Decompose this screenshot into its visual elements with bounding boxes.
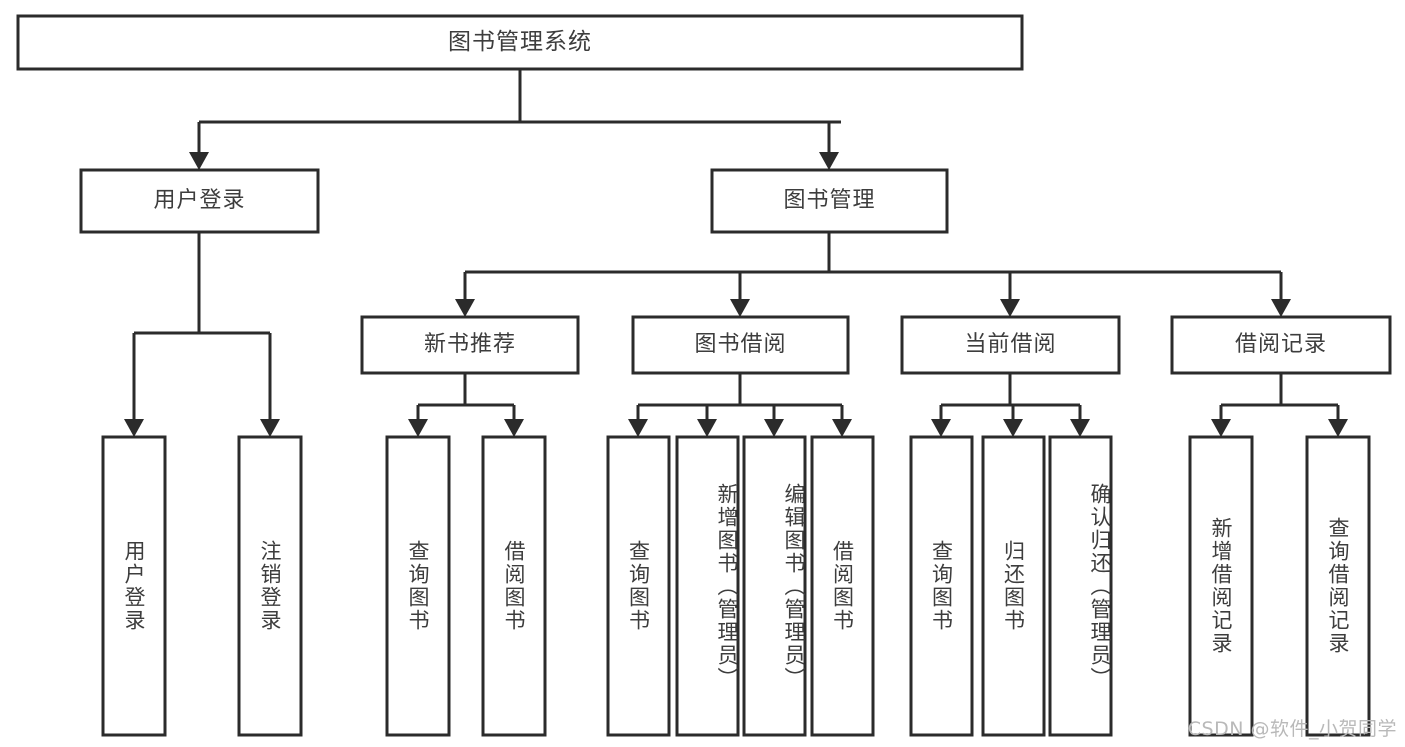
connector-book-manage-to-level3 (455, 232, 1291, 317)
arrow-head-leaf-query-book-current (931, 419, 951, 437)
leaf-box-query-borrow-record[interactable] (1305, 435, 1371, 737)
leaf-box-user-login[interactable] (101, 435, 167, 737)
leaf-box-return-book[interactable] (981, 435, 1046, 737)
arrow-head-leaf-query-book-rec (408, 419, 428, 437)
node-box-user-login[interactable] (79, 168, 320, 234)
connector-current-borrow-to-leaves (931, 373, 1090, 437)
arrow-head-leaf-add-borrow-record (1211, 419, 1231, 437)
node-box-borrow-record[interactable] (1170, 315, 1392, 375)
leaf-box-query-book-rec[interactable] (385, 435, 451, 737)
arrow-head-leaf-logout (260, 419, 280, 437)
arrow-head-leaf-borrow-book-rec (504, 419, 524, 437)
node-box-book-borrow[interactable] (631, 315, 850, 375)
connector-book-borrow-to-leaves (628, 373, 852, 437)
node-boxes (16, 14, 1392, 737)
leaf-box-add-borrow-record[interactable] (1188, 435, 1254, 737)
arrow-head-user-login (189, 152, 209, 170)
arrow-head-book-borrow (730, 299, 750, 317)
arrow-head-leaf-return-book (1003, 419, 1023, 437)
watermark-text: CSDN @软件_小贺同学 (1187, 718, 1397, 740)
leaf-box-edit-book-admin[interactable] (742, 435, 807, 737)
connector-user-login-to-leaves (124, 232, 280, 437)
arrow-head-leaf-add-book-admin (697, 419, 717, 437)
arrow-head-borrow-record (1271, 299, 1291, 317)
leaf-box-confirm-return[interactable] (1048, 435, 1113, 737)
node-box-current-borrow[interactable] (900, 315, 1121, 375)
leaf-box-logout[interactable] (237, 435, 303, 737)
connector-root-to-level2 (189, 69, 841, 170)
leaf-box-add-book-admin[interactable] (675, 435, 740, 737)
arrow-head-leaf-user-login (124, 419, 144, 437)
node-box-new-book-rec[interactable] (360, 315, 580, 375)
node-box-root[interactable] (16, 14, 1024, 71)
arrow-head-leaf-query-borrow-record (1328, 419, 1348, 437)
connector-new-book-rec-to-leaves (408, 373, 524, 437)
arrow-head-leaf-borrow-book (832, 419, 852, 437)
arrow-head-book-manage (819, 152, 839, 170)
arrow-head-new-book-rec (455, 299, 475, 317)
node-box-book-manage[interactable] (710, 168, 949, 234)
leaf-box-query-book-current[interactable] (909, 435, 974, 737)
leaf-box-borrow-book[interactable] (810, 435, 875, 737)
arrow-head-leaf-confirm-return (1070, 419, 1090, 437)
leaf-box-query-book-borrow[interactable] (606, 435, 671, 737)
arrow-head-leaf-query-book-borrow (628, 419, 648, 437)
connector-borrow-record-to-leaves (1211, 373, 1348, 437)
arrow-head-current-borrow (1000, 299, 1020, 317)
leaf-box-borrow-book-rec[interactable] (481, 435, 547, 737)
arrow-head-leaf-edit-book-admin (764, 419, 784, 437)
